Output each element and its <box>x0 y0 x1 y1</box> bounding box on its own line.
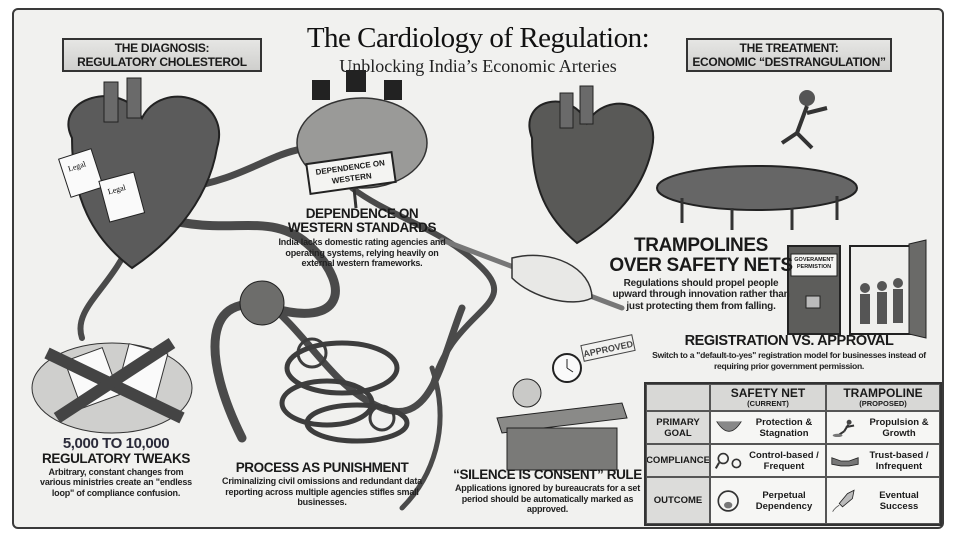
doors-icon: GOVERAMENT PERMISTION <box>787 239 927 339</box>
column-header-safety-net: SAFETY NET(CURRENT) <box>710 384 826 411</box>
section-description: Switch to a "default-to-yes" registratio… <box>652 350 926 371</box>
heart-icon <box>528 85 655 245</box>
banner-line: THE TREATMENT: <box>739 41 839 55</box>
section-heading: REGULATORY TWEAKS <box>42 450 190 466</box>
cell-text: Protection & Stagnation <box>755 416 813 439</box>
table-cell: Propulsion & Growth <box>826 411 940 444</box>
section-registration: REGISTRATION VS. APPROVAL Switch to a "d… <box>636 333 942 371</box>
section-description: Regulations should propel people upward … <box>612 277 790 312</box>
jumping-person-icon <box>832 419 855 437</box>
comparison-table: SAFETY NET(CURRENT) TRAMPOLINE(PROPOSED)… <box>644 382 942 526</box>
paper-pile-icon <box>31 337 193 434</box>
tangled-pipes-icon <box>279 337 410 444</box>
cell-text: Eventual Success <box>879 489 919 512</box>
cell-text: Control-based / Frequent <box>749 449 819 472</box>
banner-line: ECONOMIC “DESTRANGULATION” <box>692 55 886 69</box>
section-description: India lacks domestic rating agencies and… <box>278 237 446 269</box>
door-sign-label: GOVERAMENT PERMISTION <box>794 257 834 270</box>
padlock-icon <box>805 295 821 309</box>
hammock-icon <box>716 420 742 432</box>
column-label: SAFETY NET <box>730 385 806 400</box>
scalpel-hand-icon <box>439 237 625 311</box>
section-heading: TRAMPOLINES OVER SAFETY NETS <box>609 235 793 276</box>
diagnosis-banner: THE DIAGNOSIS: REGULATORY CHOLESTEROL <box>62 38 262 72</box>
bureaucrat-desk-icon: APPROVED <box>496 334 636 471</box>
jumping-man-icon <box>780 105 828 150</box>
cell-text: Propulsion & Growth <box>869 416 929 439</box>
hamster-wheel-icon <box>717 489 739 512</box>
artery-vine <box>349 185 498 391</box>
page-title: The Cardiology of Regulation: <box>306 22 650 54</box>
section-tweaks: 5,000 TO 10,000 REGULATORY TWEAKS Arbitr… <box>36 436 196 498</box>
table-corner <box>646 384 710 411</box>
table-cell: Trust-based / Infrequent <box>826 444 940 477</box>
section-trampolines: TRAMPOLINES OVER SAFETY NETS Regulations… <box>606 236 796 312</box>
table-cell: Protection & Stagnation <box>710 411 826 444</box>
section-description: Applications ignored by bureaucrats for … <box>454 483 641 515</box>
row-label: COMPLIANCE <box>646 444 710 477</box>
cell-text: Perpetual Dependency <box>755 489 813 512</box>
section-description: Arbitrary, constant changes from various… <box>40 466 192 498</box>
plaque-icon <box>239 280 285 326</box>
section-heading: PROCESS AS PUNISHMENT <box>235 460 409 475</box>
artery-vine <box>157 213 340 443</box>
column-note: (PROPOSED) <box>859 398 907 408</box>
column-label: TRAMPOLINE <box>843 385 923 400</box>
section-description: Criminalizing civil omissions and redund… <box>222 476 422 508</box>
handshake-icon <box>831 456 859 466</box>
table-cell: Control-based / Frequent <box>710 444 826 477</box>
treatment-banner: THE TREATMENT: ECONOMIC “DESTRANGULATION… <box>686 38 892 72</box>
row-label: PRIMARY GOAL <box>646 411 710 444</box>
section-dependence: DEPENDENCE ON WESTERN STANDARDS India la… <box>272 206 452 269</box>
section-heading: DEPENDENCE ON WESTERN STANDARDS <box>287 206 437 236</box>
table-cell: Perpetual Dependency <box>710 477 826 524</box>
banner-line: REGULATORY CHOLESTEROL <box>77 55 247 69</box>
cell-text: Trust-based / Infrequent <box>869 449 929 472</box>
banner-line: THE DIAGNOSIS: <box>114 41 210 55</box>
bureaucrat-cloud-icon: DEPENDENCE ON WESTERN <box>296 70 428 209</box>
section-heading-number: 5,000 TO 10,000 <box>62 435 170 452</box>
magnifier-handcuffs-icon <box>715 452 742 469</box>
column-header-trampoline: TRAMPOLINE(PROPOSED) <box>826 384 940 411</box>
section-silence: “SILENCE IS CONSENT” RULE Applications i… <box>450 467 645 515</box>
section-heading: REGISTRATION VS. APPROVAL <box>684 333 894 349</box>
row-label: OUTCOME <box>646 477 710 524</box>
table-cell: Eventual Success <box>826 477 940 524</box>
section-process: PROCESS AS PUNISHMENT Criminalizing civi… <box>222 460 422 508</box>
artery-vine <box>399 365 443 511</box>
rocket-icon <box>832 489 855 512</box>
column-note: (CURRENT) <box>747 398 789 408</box>
trampoline-books-icon <box>656 90 858 230</box>
clogged-heart-icon: Legal Legal <box>58 77 220 270</box>
illustration-layer: Legal Legal DEPENDENCE ON WESTERN <box>31 70 927 511</box>
section-heading: “SILENCE IS CONSENT” RULE <box>453 467 642 482</box>
page-subtitle: Unblocking India’s Economic Arteries <box>339 56 617 76</box>
